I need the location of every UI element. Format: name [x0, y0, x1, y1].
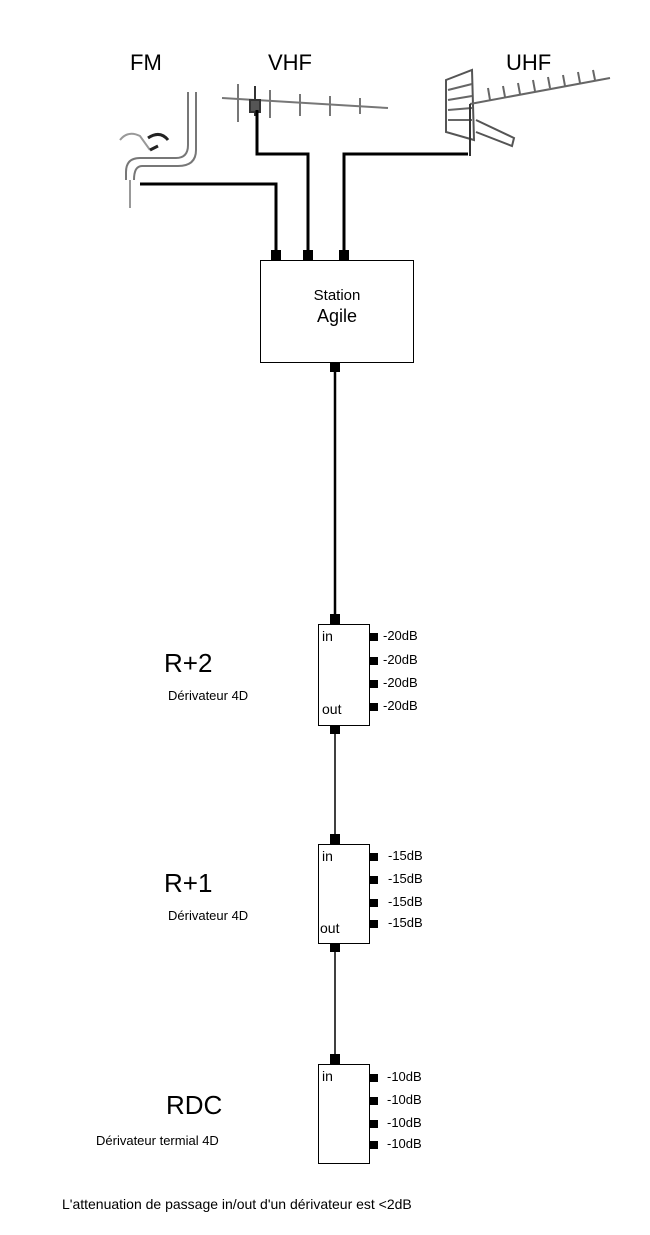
rdc-in-connector [330, 1054, 340, 1064]
fm-connector [271, 250, 281, 260]
rdc-tap-connectors [370, 1074, 378, 1149]
vhf-label: VHF [268, 50, 312, 75]
attenuation-footnote: L'attenuation de passage in/out d'un dér… [62, 1196, 412, 1212]
fm-label: FM [130, 50, 162, 75]
r2-tap-connectors [370, 633, 378, 711]
antenna-feed-lines [140, 110, 468, 253]
r1-output-3: -15dB [388, 894, 423, 909]
rdc-in-label: in [322, 1068, 333, 1084]
r2-output-2: -20dB [383, 652, 418, 667]
rdc-output-1: -10dB [387, 1069, 422, 1084]
r1-tap-box: in out [318, 844, 370, 944]
r2-out-label: out [322, 701, 342, 717]
r1-out-label: out [320, 920, 340, 936]
r2-floor-label: R+2 [164, 648, 213, 678]
r2-in-connector [330, 614, 340, 624]
r2-tap-box: in out [318, 624, 370, 726]
r2-output-4: -20dB [383, 698, 418, 713]
r1-out-connector [330, 942, 340, 952]
r2-device-label: Dérivateur 4D [168, 688, 249, 703]
r2-output-3: -20dB [383, 675, 418, 690]
rdc-output-2: -10dB [387, 1092, 422, 1107]
r1-output-2: -15dB [388, 871, 423, 886]
r2-out-connector [330, 724, 340, 734]
station-line1: Station [313, 287, 361, 304]
r2-in-label: in [322, 628, 333, 644]
r1-device-label: Dérivateur 4D [168, 908, 249, 923]
r1-output-4: -15dB [388, 915, 423, 930]
station-agile-box: Station Agile [260, 260, 414, 363]
uhf-label: UHF [506, 50, 552, 75]
rdc-output-3: -10dB [387, 1115, 422, 1130]
uhf-antenna-icon [445, 68, 611, 156]
uhf-connector [339, 250, 349, 260]
rdc-output-4: -10dB [387, 1136, 422, 1151]
r1-output-1: -15dB [388, 848, 423, 863]
r1-tap-connectors [370, 853, 378, 928]
vhf-antenna-icon [221, 84, 389, 122]
r1-in-label: in [322, 848, 333, 864]
rdc-device-label: Dérivateur termial 4D [96, 1133, 219, 1148]
r1-in-connector [330, 834, 340, 844]
vhf-connector [303, 250, 313, 260]
r2-output-1: -20dB [383, 628, 418, 643]
rdc-tap-box: in [318, 1064, 370, 1164]
station-line2: Agile [316, 306, 358, 326]
r1-floor-label: R+1 [164, 868, 213, 898]
station-output-connector [330, 362, 340, 372]
rdc-floor-label: RDC [166, 1090, 223, 1120]
fm-antenna-icon [119, 92, 197, 208]
